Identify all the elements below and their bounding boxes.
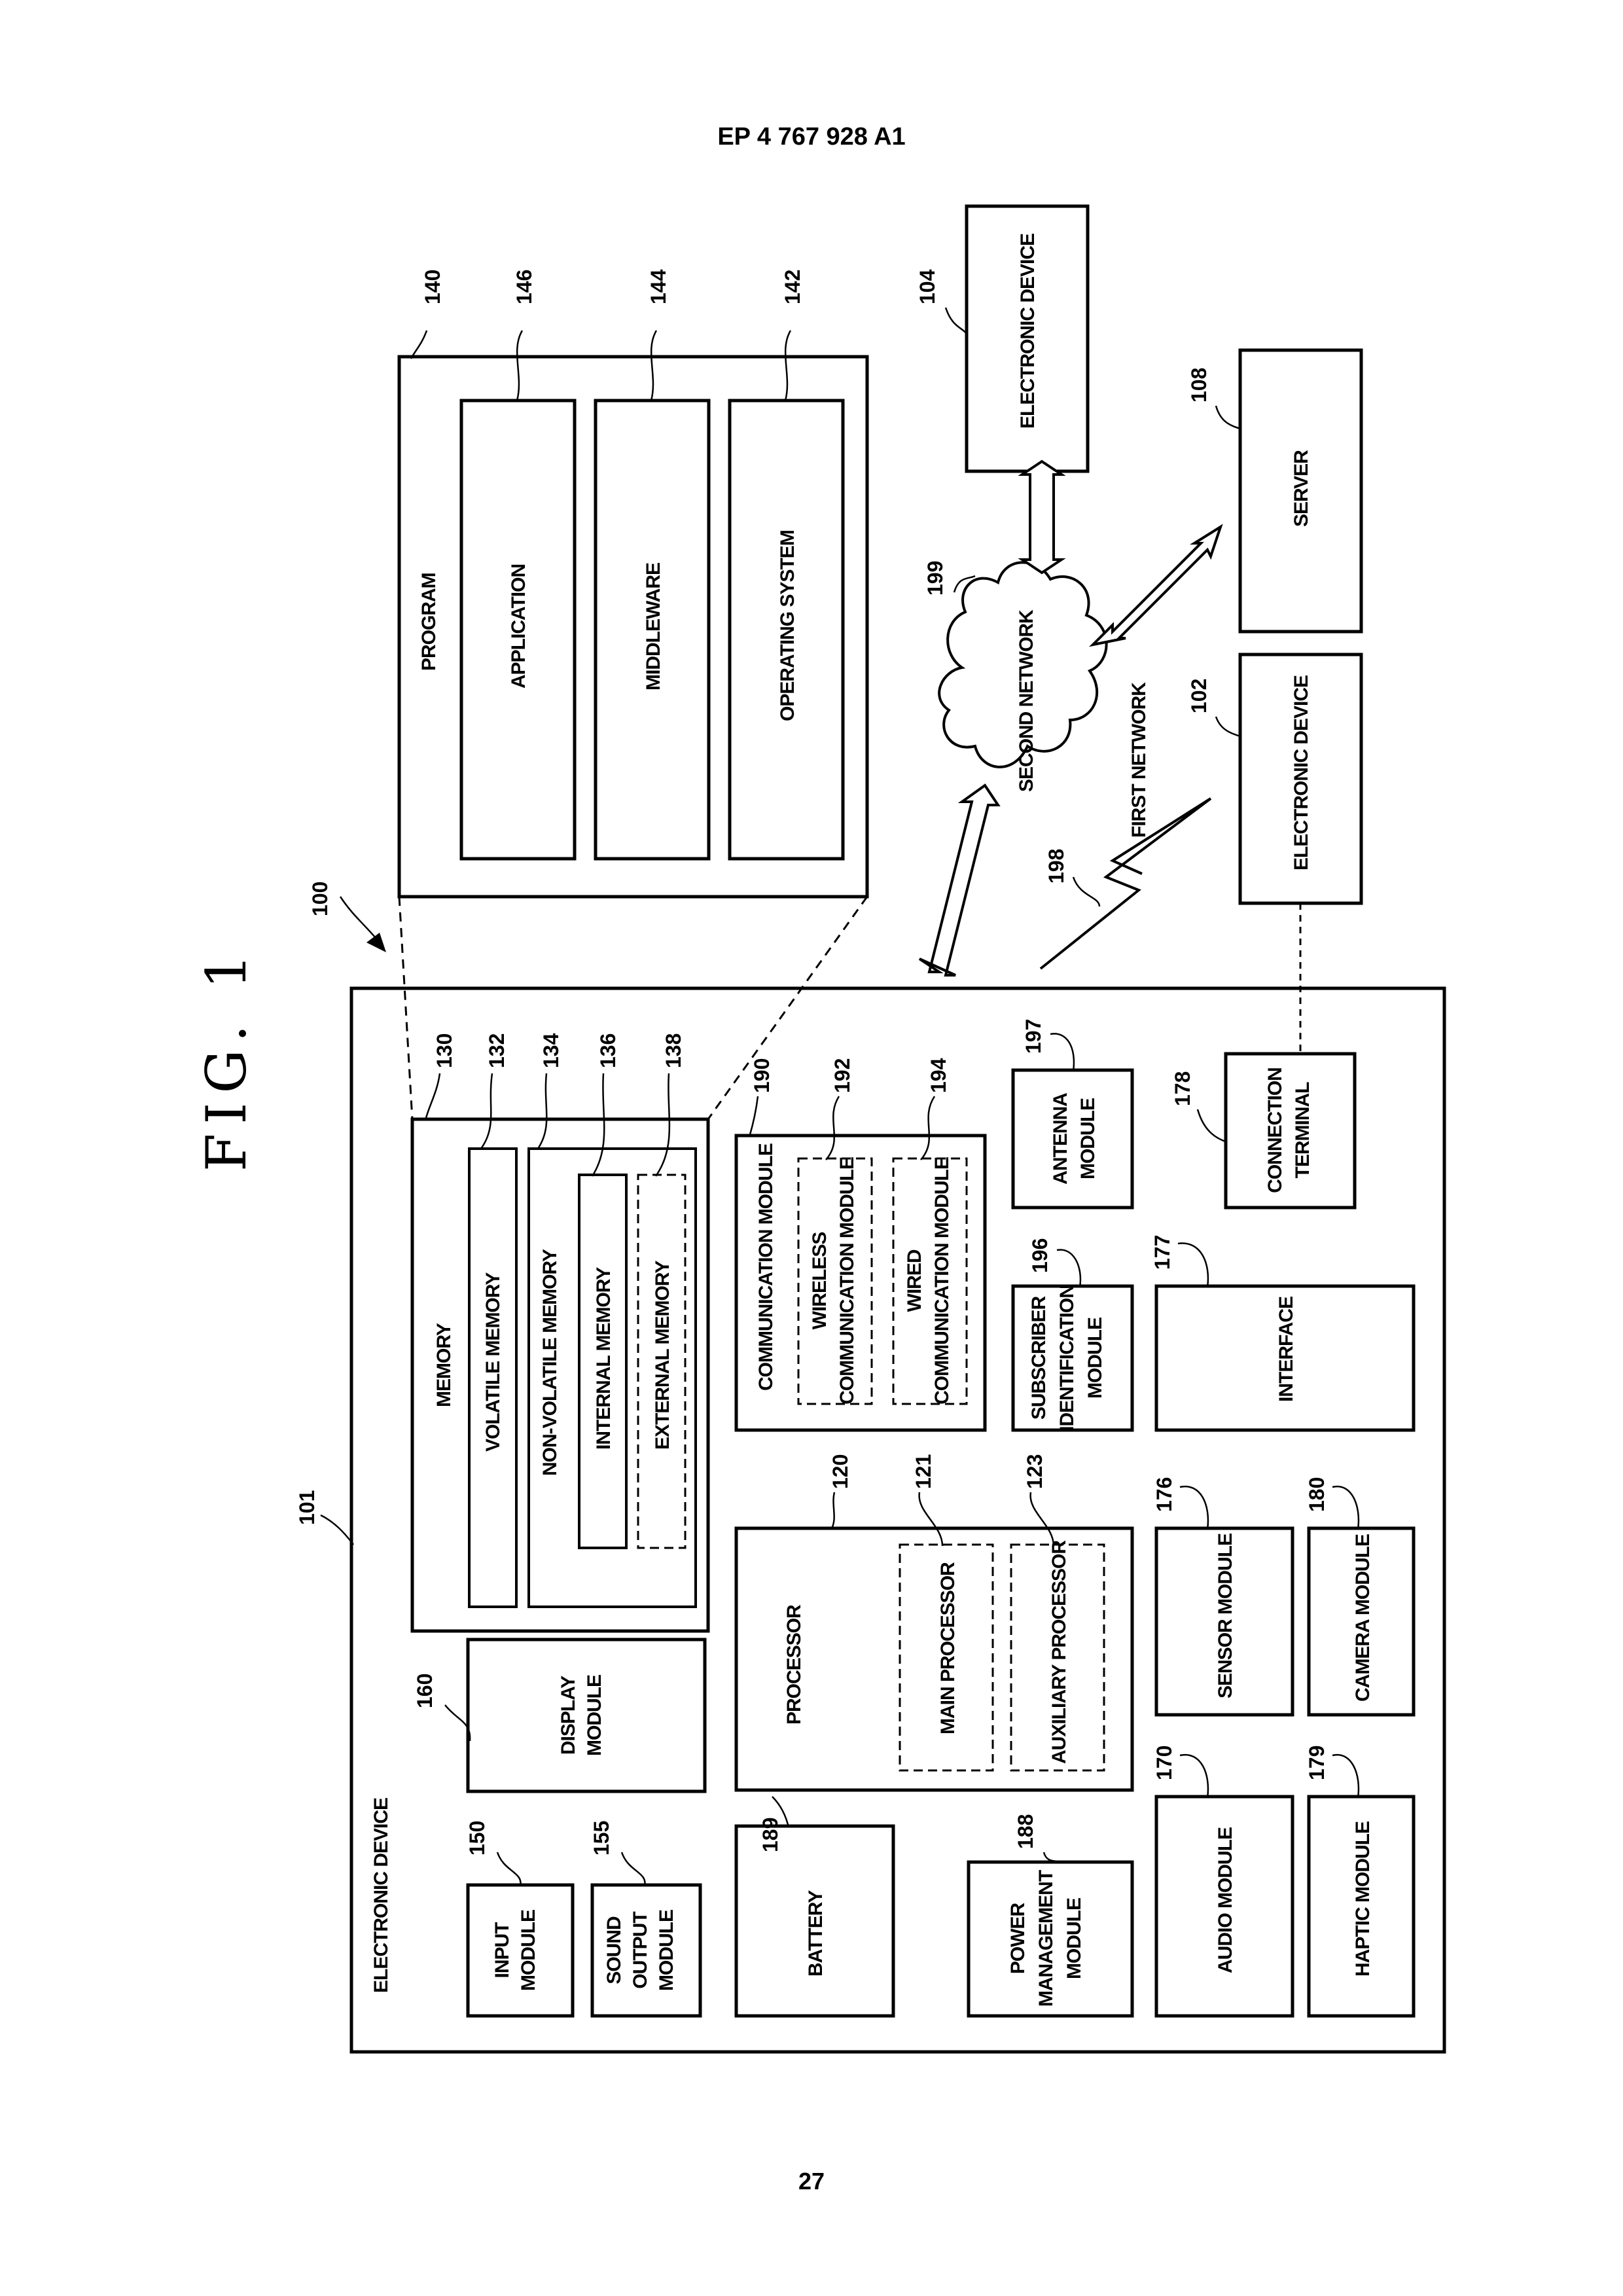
ref-100: 100	[308, 882, 332, 916]
ref-198: 198	[1044, 849, 1068, 884]
ref-104-leader	[946, 308, 967, 334]
program-label: PROGRAM	[418, 573, 440, 671]
operating-system-label: OPERATING SYSTEM	[777, 530, 798, 721]
ref-102: 102	[1187, 679, 1211, 713]
ref-104: 104	[916, 269, 939, 304]
antenna-module-label-line2: MODULE	[1077, 1098, 1099, 1179]
ref-188: 188	[1014, 1814, 1037, 1849]
input-module-label-line1: INPUT	[491, 1922, 513, 1979]
subscriber-id-label-line1: SUBSCRIBER	[1028, 1295, 1050, 1420]
ref-196: 196	[1028, 1238, 1052, 1273]
ref-132: 132	[485, 1033, 508, 1068]
antenna-module-label-line1: ANTENNA	[1050, 1093, 1071, 1185]
ref-150: 150	[465, 1821, 489, 1856]
ref-100-leader	[340, 897, 380, 942]
ref-121: 121	[912, 1454, 935, 1489]
ref-198-leader	[1073, 877, 1099, 906]
auxiliary-processor-label: AUXILIARY PROCESSOR	[1048, 1540, 1070, 1764]
internal-memory-label: INTERNAL MEMORY	[593, 1267, 615, 1450]
figure-title: FIG. 1	[194, 945, 259, 1172]
second-network-to-device-104-arrow	[1022, 461, 1061, 573]
main-processor-label: MAIN PROCESSOR	[937, 1562, 959, 1734]
ref-144: 144	[647, 269, 670, 304]
ref-134: 134	[539, 1033, 563, 1068]
power-management-label-line1: POWER	[1007, 1903, 1029, 1975]
battery-label: BATTERY	[805, 1890, 827, 1977]
ref-130: 130	[433, 1033, 456, 1068]
ref-101: 101	[295, 1490, 319, 1525]
server-label: SERVER	[1291, 450, 1312, 527]
second-network-to-server-arrow	[1093, 527, 1221, 645]
ref-120: 120	[829, 1454, 852, 1489]
audio-module-label: AUDIO MODULE	[1215, 1827, 1236, 1973]
application-label: APPLICATION	[508, 564, 529, 689]
connection-terminal-label-line2: TERMINAL	[1292, 1082, 1313, 1179]
non-volatile-memory-label: NON-VOLATILE MEMORY	[539, 1249, 561, 1476]
ref-178: 178	[1171, 1071, 1194, 1106]
electronic-device-label: ELECTRONIC DEVICE	[370, 1798, 392, 1993]
antenna-module-box	[1013, 1070, 1132, 1208]
wired-label-line2: COMMUNICATION MODULE	[931, 1157, 953, 1405]
ref-170: 170	[1152, 1746, 1176, 1780]
communication-module-label: COMMUNICATION MODULE	[755, 1143, 777, 1391]
ref-138: 138	[662, 1033, 685, 1068]
ref-180: 180	[1305, 1477, 1329, 1512]
ref-192: 192	[830, 1058, 854, 1093]
ref-177: 177	[1150, 1235, 1174, 1270]
sound-output-label-line2: OUTPUT	[630, 1912, 651, 1989]
wireless-label-line1: WIRELESS	[809, 1232, 830, 1330]
volatile-memory-label: VOLATILE MEMORY	[482, 1272, 504, 1452]
middleware-label: MIDDLEWARE	[643, 563, 664, 691]
ref-199: 199	[923, 561, 947, 596]
external-memory-label: EXTERNAL MEMORY	[652, 1261, 673, 1450]
connection-terminal-box	[1226, 1054, 1355, 1208]
display-module-label-line1: DISPLAY	[558, 1676, 579, 1755]
ref-197: 197	[1022, 1019, 1045, 1054]
processor-label: PROCESSOR	[783, 1604, 805, 1725]
camera-module-label: CAMERA MODULE	[1352, 1534, 1374, 1702]
ref-155: 155	[590, 1821, 613, 1856]
power-management-label-line3: MODULE	[1063, 1898, 1085, 1979]
ref-189: 189	[758, 1818, 782, 1852]
ref-123: 123	[1023, 1454, 1046, 1489]
memory-label: MEMORY	[433, 1323, 455, 1407]
ref-108: 108	[1187, 368, 1211, 403]
ref-176: 176	[1152, 1477, 1176, 1512]
wired-label-line1: WIRED	[904, 1249, 925, 1312]
input-module-label-line2: MODULE	[518, 1910, 539, 1991]
ref-136: 136	[596, 1033, 620, 1068]
sound-output-label-line1: SOUND	[603, 1916, 625, 1984]
subscriber-id-label-line2: IDENTIFICATION	[1056, 1285, 1078, 1431]
ref-194: 194	[927, 1058, 950, 1093]
first-network-label: FIRST NETWORK	[1128, 682, 1150, 838]
ref-190: 190	[750, 1058, 774, 1093]
ref-140: 140	[421, 270, 444, 304]
connection-terminal-label-line1: CONNECTION	[1264, 1067, 1286, 1193]
electronic-device-102-label: ELECTRONIC DEVICE	[1291, 675, 1312, 870]
ref-100-arrowhead	[366, 933, 386, 952]
ref-108-leader	[1216, 406, 1240, 429]
sound-output-label-line3: MODULE	[656, 1910, 677, 1991]
second-network-label: SECOND NETWORK	[1016, 609, 1037, 792]
electronic-device-104-label: ELECTRONIC DEVICE	[1017, 234, 1039, 429]
haptic-module-label: HAPTIC MODULE	[1352, 1821, 1374, 1977]
interface-label: INTERFACE	[1275, 1297, 1297, 1402]
ref-101-leader	[321, 1515, 353, 1545]
display-module-label-line2: MODULE	[584, 1675, 605, 1756]
ref-142: 142	[781, 270, 804, 304]
device-to-second-network-arrow	[919, 785, 998, 975]
ref-102-leader	[1216, 717, 1240, 736]
wireless-label-line2: COMMUNICATION MODULE	[836, 1157, 858, 1405]
ref-140-leader	[411, 331, 427, 359]
ref-146: 146	[512, 270, 536, 304]
sensor-module-label: SENSOR MODULE	[1215, 1534, 1236, 1698]
ref-160: 160	[413, 1674, 437, 1708]
ref-179: 179	[1305, 1746, 1329, 1780]
subscriber-id-label-line3: MODULE	[1084, 1318, 1106, 1399]
power-management-label-line2: MANAGEMENT	[1035, 1870, 1057, 2007]
